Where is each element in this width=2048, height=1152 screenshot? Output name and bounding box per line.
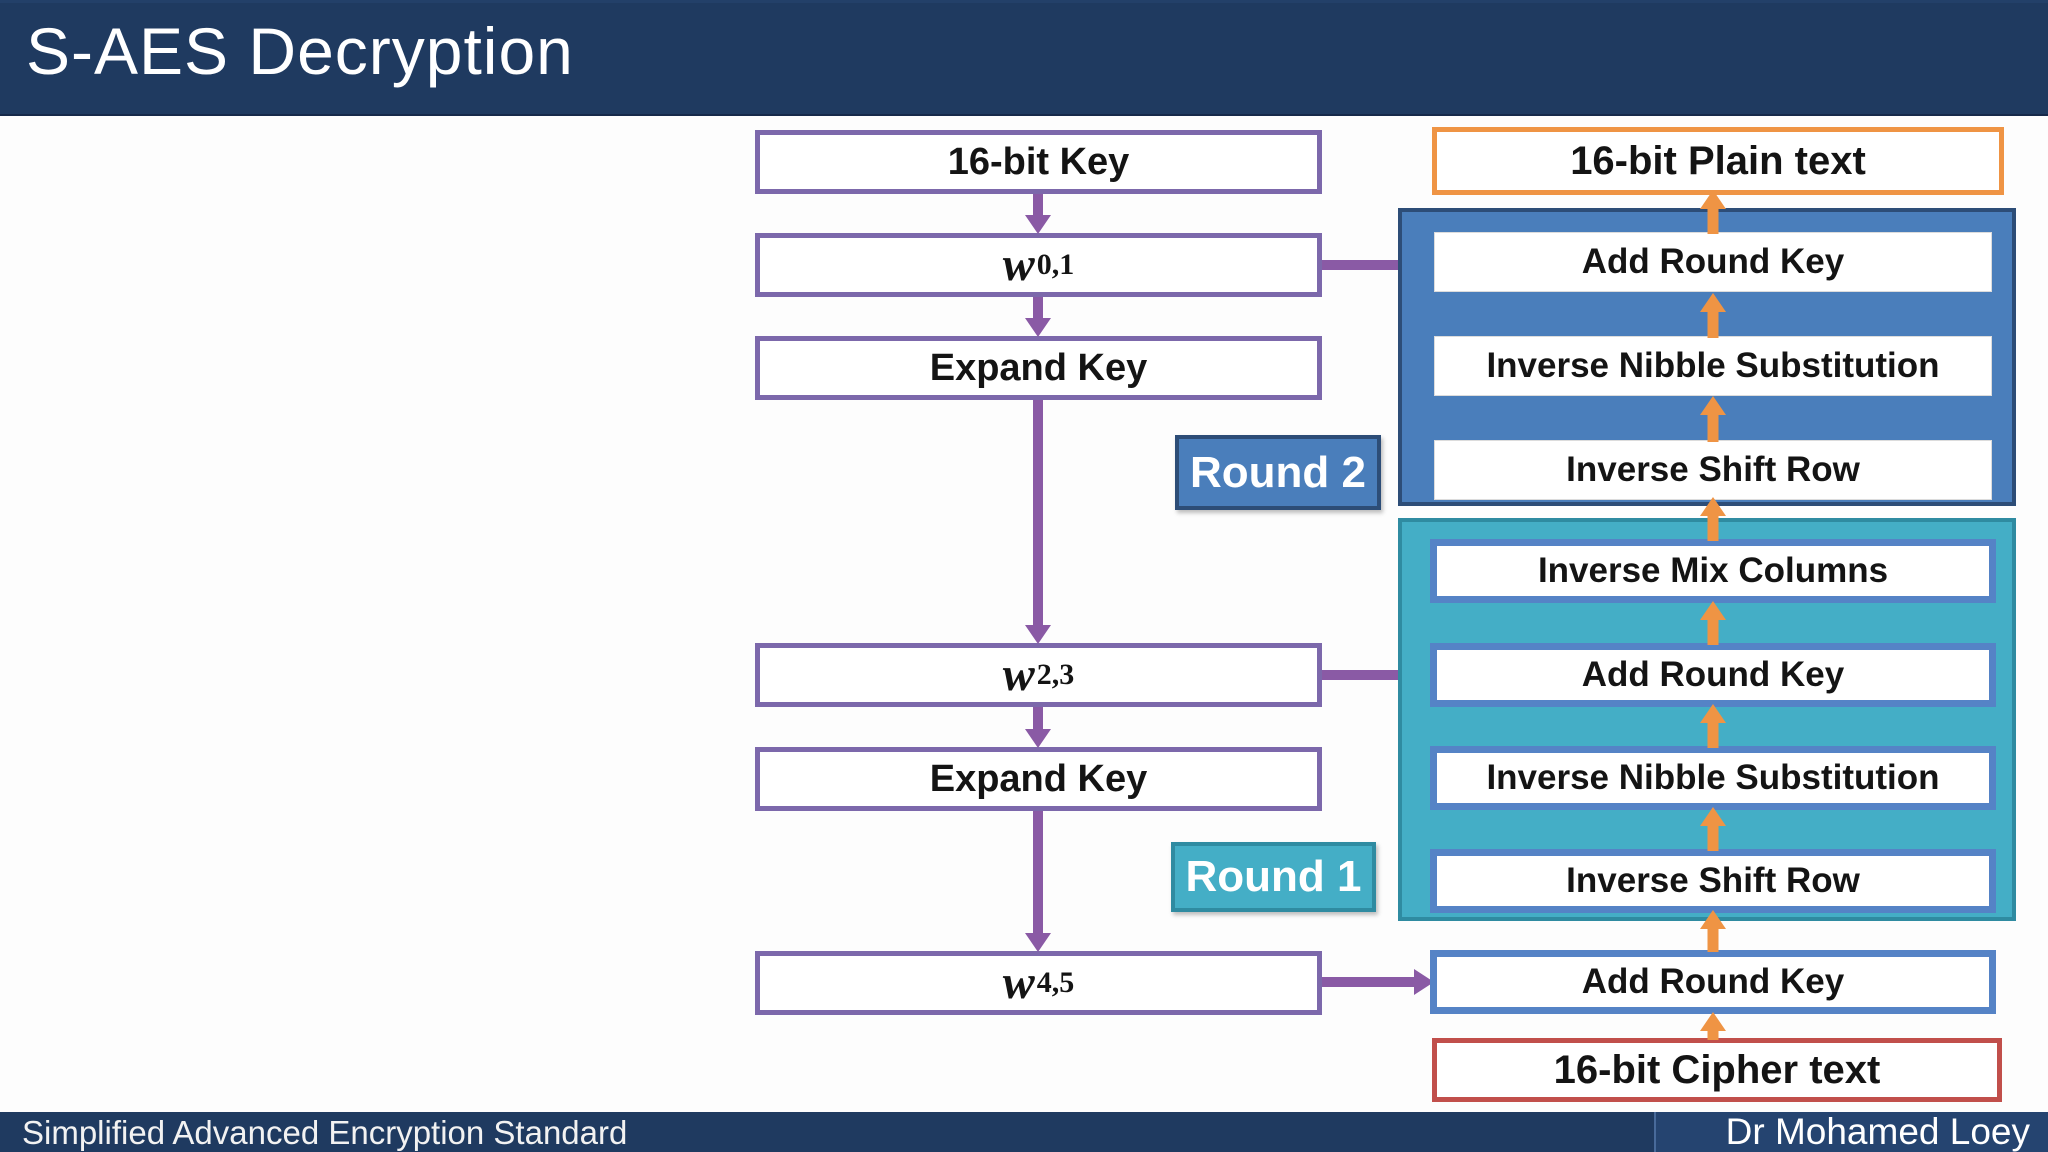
box-expand-key-2: Expand Key	[755, 747, 1322, 811]
box-16bit-plain-text: 16-bit Plain text	[1432, 127, 2004, 195]
footer-bar: Simplified Advanced Encryption Standard …	[0, 1112, 2048, 1152]
down-arrow-w01-to-expand1	[1025, 297, 1051, 337]
plain-text-label: 16-bit Plain text	[1570, 138, 1866, 183]
w45-symbol: w	[1002, 956, 1035, 1009]
round1-step-add-round-key: Add Round Key	[1430, 643, 1996, 707]
round1-step-inverse-mix-columns: Inverse Mix Columns	[1430, 539, 1996, 603]
round1-inverse-nibble-substitution-label: Inverse Nibble Substitution	[1486, 758, 1940, 797]
round1-inverse-mix-columns-label: Inverse Mix Columns	[1537, 551, 1889, 590]
slide-title: S-AES Decryption	[26, 14, 574, 88]
cipher-text-label: 16-bit Cipher text	[1553, 1047, 1881, 1092]
down-arrow-expand2-to-w45	[1025, 811, 1051, 952]
round1-inverse-shift-row-label: Inverse Shift Row	[1566, 861, 1860, 900]
round2-step-inverse-shift-row: Inverse Shift Row	[1434, 440, 1992, 500]
up-arrow-cipher-to-final-ark	[1700, 1012, 1726, 1040]
expand-key-2-label: Expand Key	[929, 757, 1148, 800]
round1-label-text: Round 1	[1185, 852, 1362, 901]
expand-key-1-label: Expand Key	[929, 346, 1148, 389]
round2-step-inverse-nibble-substitution: Inverse Nibble Substitution	[1434, 336, 1992, 396]
round1-step-inverse-shift-row: Inverse Shift Row	[1430, 849, 1996, 913]
final-add-round-key-label: Add Round Key	[1581, 962, 1845, 1001]
box-16bit-key: 16-bit Key	[755, 130, 1322, 194]
box-16bit-cipher-text: 16-bit Cipher text	[1432, 1038, 2002, 1102]
title-bar: S-AES Decryption	[0, 0, 2048, 116]
footer-author-section: Dr Mohamed Loey	[1654, 1112, 2048, 1152]
box-final-add-round-key: Add Round Key	[1430, 950, 1996, 1014]
right-arrow-w45-to-final-ark	[1322, 969, 1434, 995]
round1-add-round-key-label: Add Round Key	[1581, 655, 1845, 694]
down-arrow-w23-to-expand2	[1025, 707, 1051, 748]
round1-step-inverse-nibble-substitution: Inverse Nibble Substitution	[1430, 746, 1996, 810]
round2-label-text: Round 2	[1190, 447, 1366, 497]
box-expand-key-1: Expand Key	[755, 336, 1322, 400]
footer-author: Dr Mohamed Loey	[1725, 1111, 2030, 1152]
box-16bit-key-label: 16-bit Key	[947, 140, 1130, 183]
round1-label: Round 1	[1171, 842, 1376, 912]
w01-symbol: w	[1002, 238, 1035, 291]
round2-step-add-round-key: Add Round Key	[1434, 232, 1992, 292]
w23-symbol: w	[1002, 648, 1035, 701]
round2-inverse-nibble-substitution-label: Inverse Nibble Substitution	[1486, 346, 1940, 385]
down-arrow-expand1-to-w23	[1025, 400, 1051, 644]
footer-course-title: Simplified Advanced Encryption Standard	[22, 1114, 628, 1151]
down-arrow-key-to-w01	[1025, 194, 1051, 234]
round2-inverse-shift-row-label: Inverse Shift Row	[1566, 450, 1860, 489]
round2-add-round-key-label: Add Round Key	[1581, 242, 1845, 281]
round2-label: Round 2	[1175, 435, 1381, 510]
